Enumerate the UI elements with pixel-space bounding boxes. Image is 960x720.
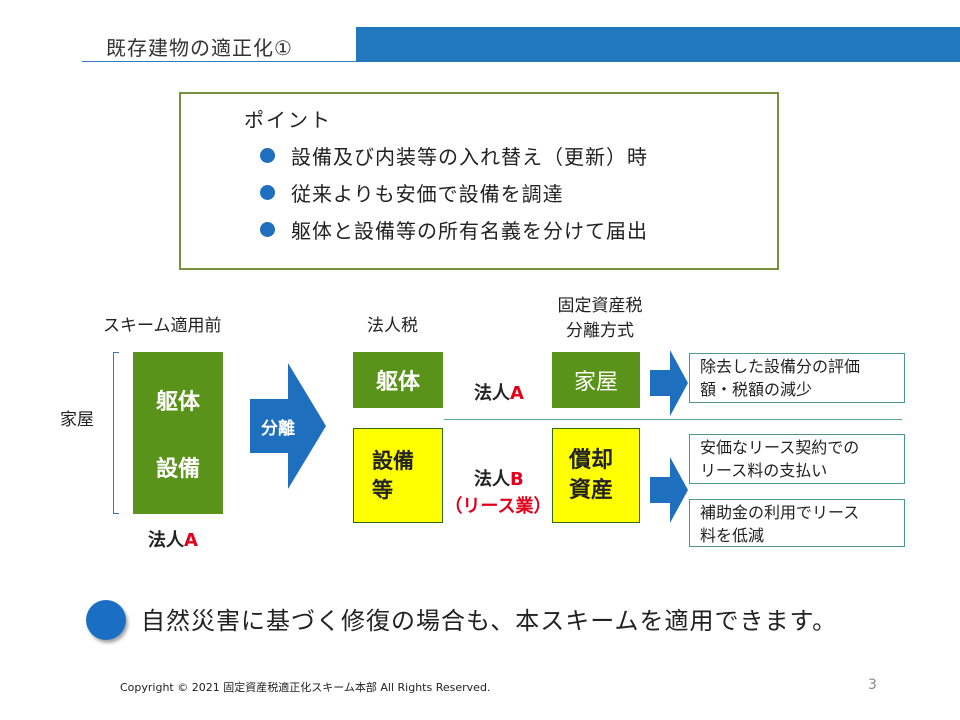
frame-text: 躯体 bbox=[155, 389, 200, 415]
point-box bbox=[179, 92, 779, 270]
separation-label: 分離 bbox=[261, 419, 295, 439]
separation-arrow-icon bbox=[250, 363, 326, 489]
before-scheme-label: スキーム適用前 bbox=[103, 316, 222, 336]
point-title: ポイント bbox=[244, 108, 332, 132]
bullet-dot-icon bbox=[260, 185, 275, 200]
corp-a-label: 法人A bbox=[474, 383, 524, 404]
house-box: 家屋 bbox=[552, 352, 640, 408]
after-equipment-box: 設備 等 bbox=[353, 428, 443, 523]
footer-message: 自然災害に基づく修復の場合も、本スキームを適用できます。 bbox=[141, 607, 838, 635]
corp-b-label: 法人B bbox=[474, 469, 524, 490]
title-underline bbox=[82, 61, 356, 62]
slide-title: 既存建物の適正化① bbox=[106, 36, 293, 60]
result-arrow-icon bbox=[650, 350, 688, 416]
note-box: 補助金の利用でリース 料を低減 bbox=[689, 499, 905, 547]
point-item: 従来よりも安価で設備を調達 bbox=[260, 178, 564, 207]
bullet-dot-icon bbox=[260, 222, 275, 237]
point-item-text: 従来よりも安価で設備を調達 bbox=[291, 182, 564, 206]
equipment-text: 設備 bbox=[155, 456, 200, 482]
fixed-asset-tax-label: 固定資産税 分離方式 bbox=[557, 296, 643, 341]
bracket bbox=[113, 352, 119, 514]
bullet-dot-icon bbox=[260, 148, 275, 163]
depreciable-asset-box: 償却 資産 bbox=[552, 428, 640, 523]
title-accent-bar bbox=[356, 27, 960, 62]
divider-line bbox=[444, 419, 902, 420]
after-frame-box: 躯体 bbox=[353, 352, 443, 408]
bullet-dot-icon bbox=[86, 600, 126, 640]
point-item: 躯体と設備等の所有名義を分けて届出 bbox=[260, 215, 648, 244]
lease-business-label: （リース業） bbox=[444, 496, 552, 517]
point-item: 設備及び内装等の入れ替え（更新）時 bbox=[260, 141, 648, 170]
note-box: 除去した設備分の評価 額・税額の減少 bbox=[689, 353, 905, 403]
point-item-text: 設備及び内装等の入れ替え（更新）時 bbox=[291, 145, 648, 169]
before-corp-label: 法人A bbox=[148, 530, 198, 551]
page-number: 3 bbox=[868, 677, 877, 693]
before-building-box: 躯体 設備 bbox=[133, 352, 223, 514]
corp-tax-label: 法人税 bbox=[367, 316, 418, 336]
result-arrow-icon bbox=[650, 457, 688, 523]
house-label: 家屋 bbox=[60, 410, 94, 430]
point-item-text: 躯体と設備等の所有名義を分けて届出 bbox=[291, 219, 648, 243]
note-box: 安価なリース契約での リース料の支払い bbox=[689, 434, 905, 484]
copyright-text: Copyright © 2021 固定資産税適正化スキーム本部 All Righ… bbox=[120, 681, 491, 694]
